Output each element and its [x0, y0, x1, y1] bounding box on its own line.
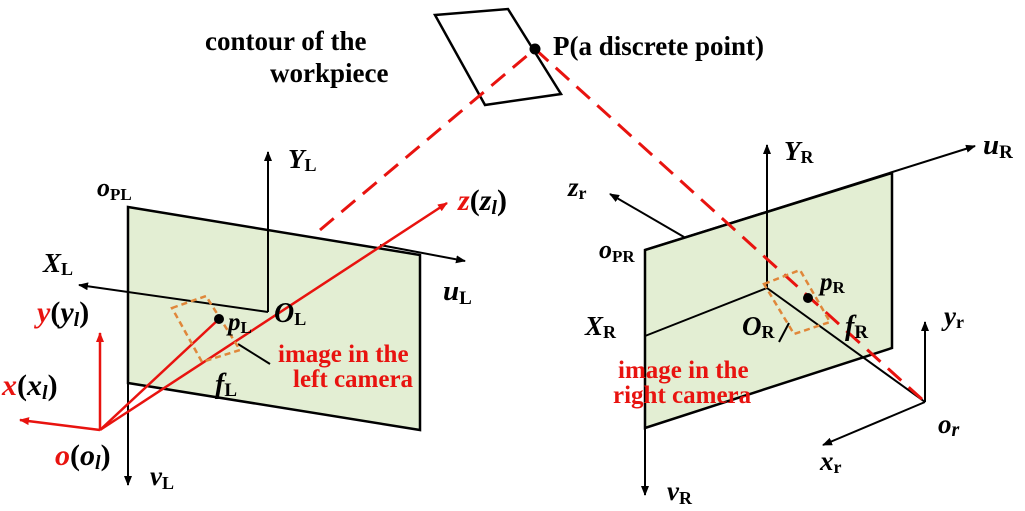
label-oPL: oPL: [97, 173, 132, 204]
right-xr-axis: [822, 401, 926, 446]
left-fL-leader: [237, 343, 271, 365]
right-XR-axis: [644, 287, 768, 337]
right-image-caption-line2: right camera: [613, 382, 752, 409]
label-OR: OR: [742, 311, 776, 342]
workpiece-label-line1: contour of the: [205, 26, 367, 56]
label-pR: pR: [818, 269, 846, 297]
right-image-caption-line1: image in the: [618, 357, 749, 384]
label-x-xl: x(xl): [1, 369, 58, 404]
left-image-patch: [170, 294, 242, 364]
label-yr: yr: [941, 301, 964, 332]
label-YR: YR: [784, 136, 815, 167]
left-image-caption-line1: image in the: [278, 341, 409, 368]
left-z-axis: [99, 201, 448, 432]
label-uR: uR: [983, 129, 1013, 163]
label-oPR: oPR: [599, 235, 635, 266]
left-optical-ray: [99, 318, 220, 431]
left-XL-axis: [78, 282, 269, 313]
point-P-marker: [529, 43, 541, 55]
right-image-patch: [762, 268, 832, 336]
left-projection-ray: [319, 47, 536, 232]
label-fR: fR: [845, 311, 868, 343]
label-xr: xr: [819, 446, 842, 477]
label-OL: OL: [274, 298, 306, 329]
label-or: or: [938, 409, 960, 441]
point-P-label: P(a discrete point): [553, 31, 764, 61]
label-o-ol: o(ol): [55, 439, 111, 474]
label-XL: XL: [42, 248, 73, 279]
right-projection-ray: [533, 47, 927, 404]
left-x-axis: [19, 417, 101, 432]
label-vR: vR: [667, 476, 693, 508]
label-YL: YL: [288, 144, 317, 175]
label-uL: uL: [443, 275, 472, 309]
point-pR-marker: [803, 293, 813, 303]
left-uL-axis: [379, 244, 466, 264]
left-image-caption-line2: left camera: [293, 366, 414, 393]
label-y-yl: y(yl): [34, 296, 89, 331]
workpiece-contour: [432, 7, 564, 107]
label-vL: vL: [150, 461, 174, 493]
right-uR-axis: [644, 144, 976, 251]
label-fL: fL: [215, 369, 237, 401]
left-image-plane: [126, 205, 422, 432]
label-XR: XR: [584, 311, 617, 342]
right-zr-axis: [609, 193, 685, 238]
label-zr: zr: [567, 172, 587, 203]
point-pL-marker: [214, 314, 224, 324]
right-optical-axis: [766, 287, 926, 403]
label-z-zl: z(zl): [457, 184, 507, 219]
label-pL: pL: [226, 309, 252, 337]
workpiece-label-line2: workpiece: [270, 58, 388, 88]
right-OR-leader: [778, 322, 790, 343]
